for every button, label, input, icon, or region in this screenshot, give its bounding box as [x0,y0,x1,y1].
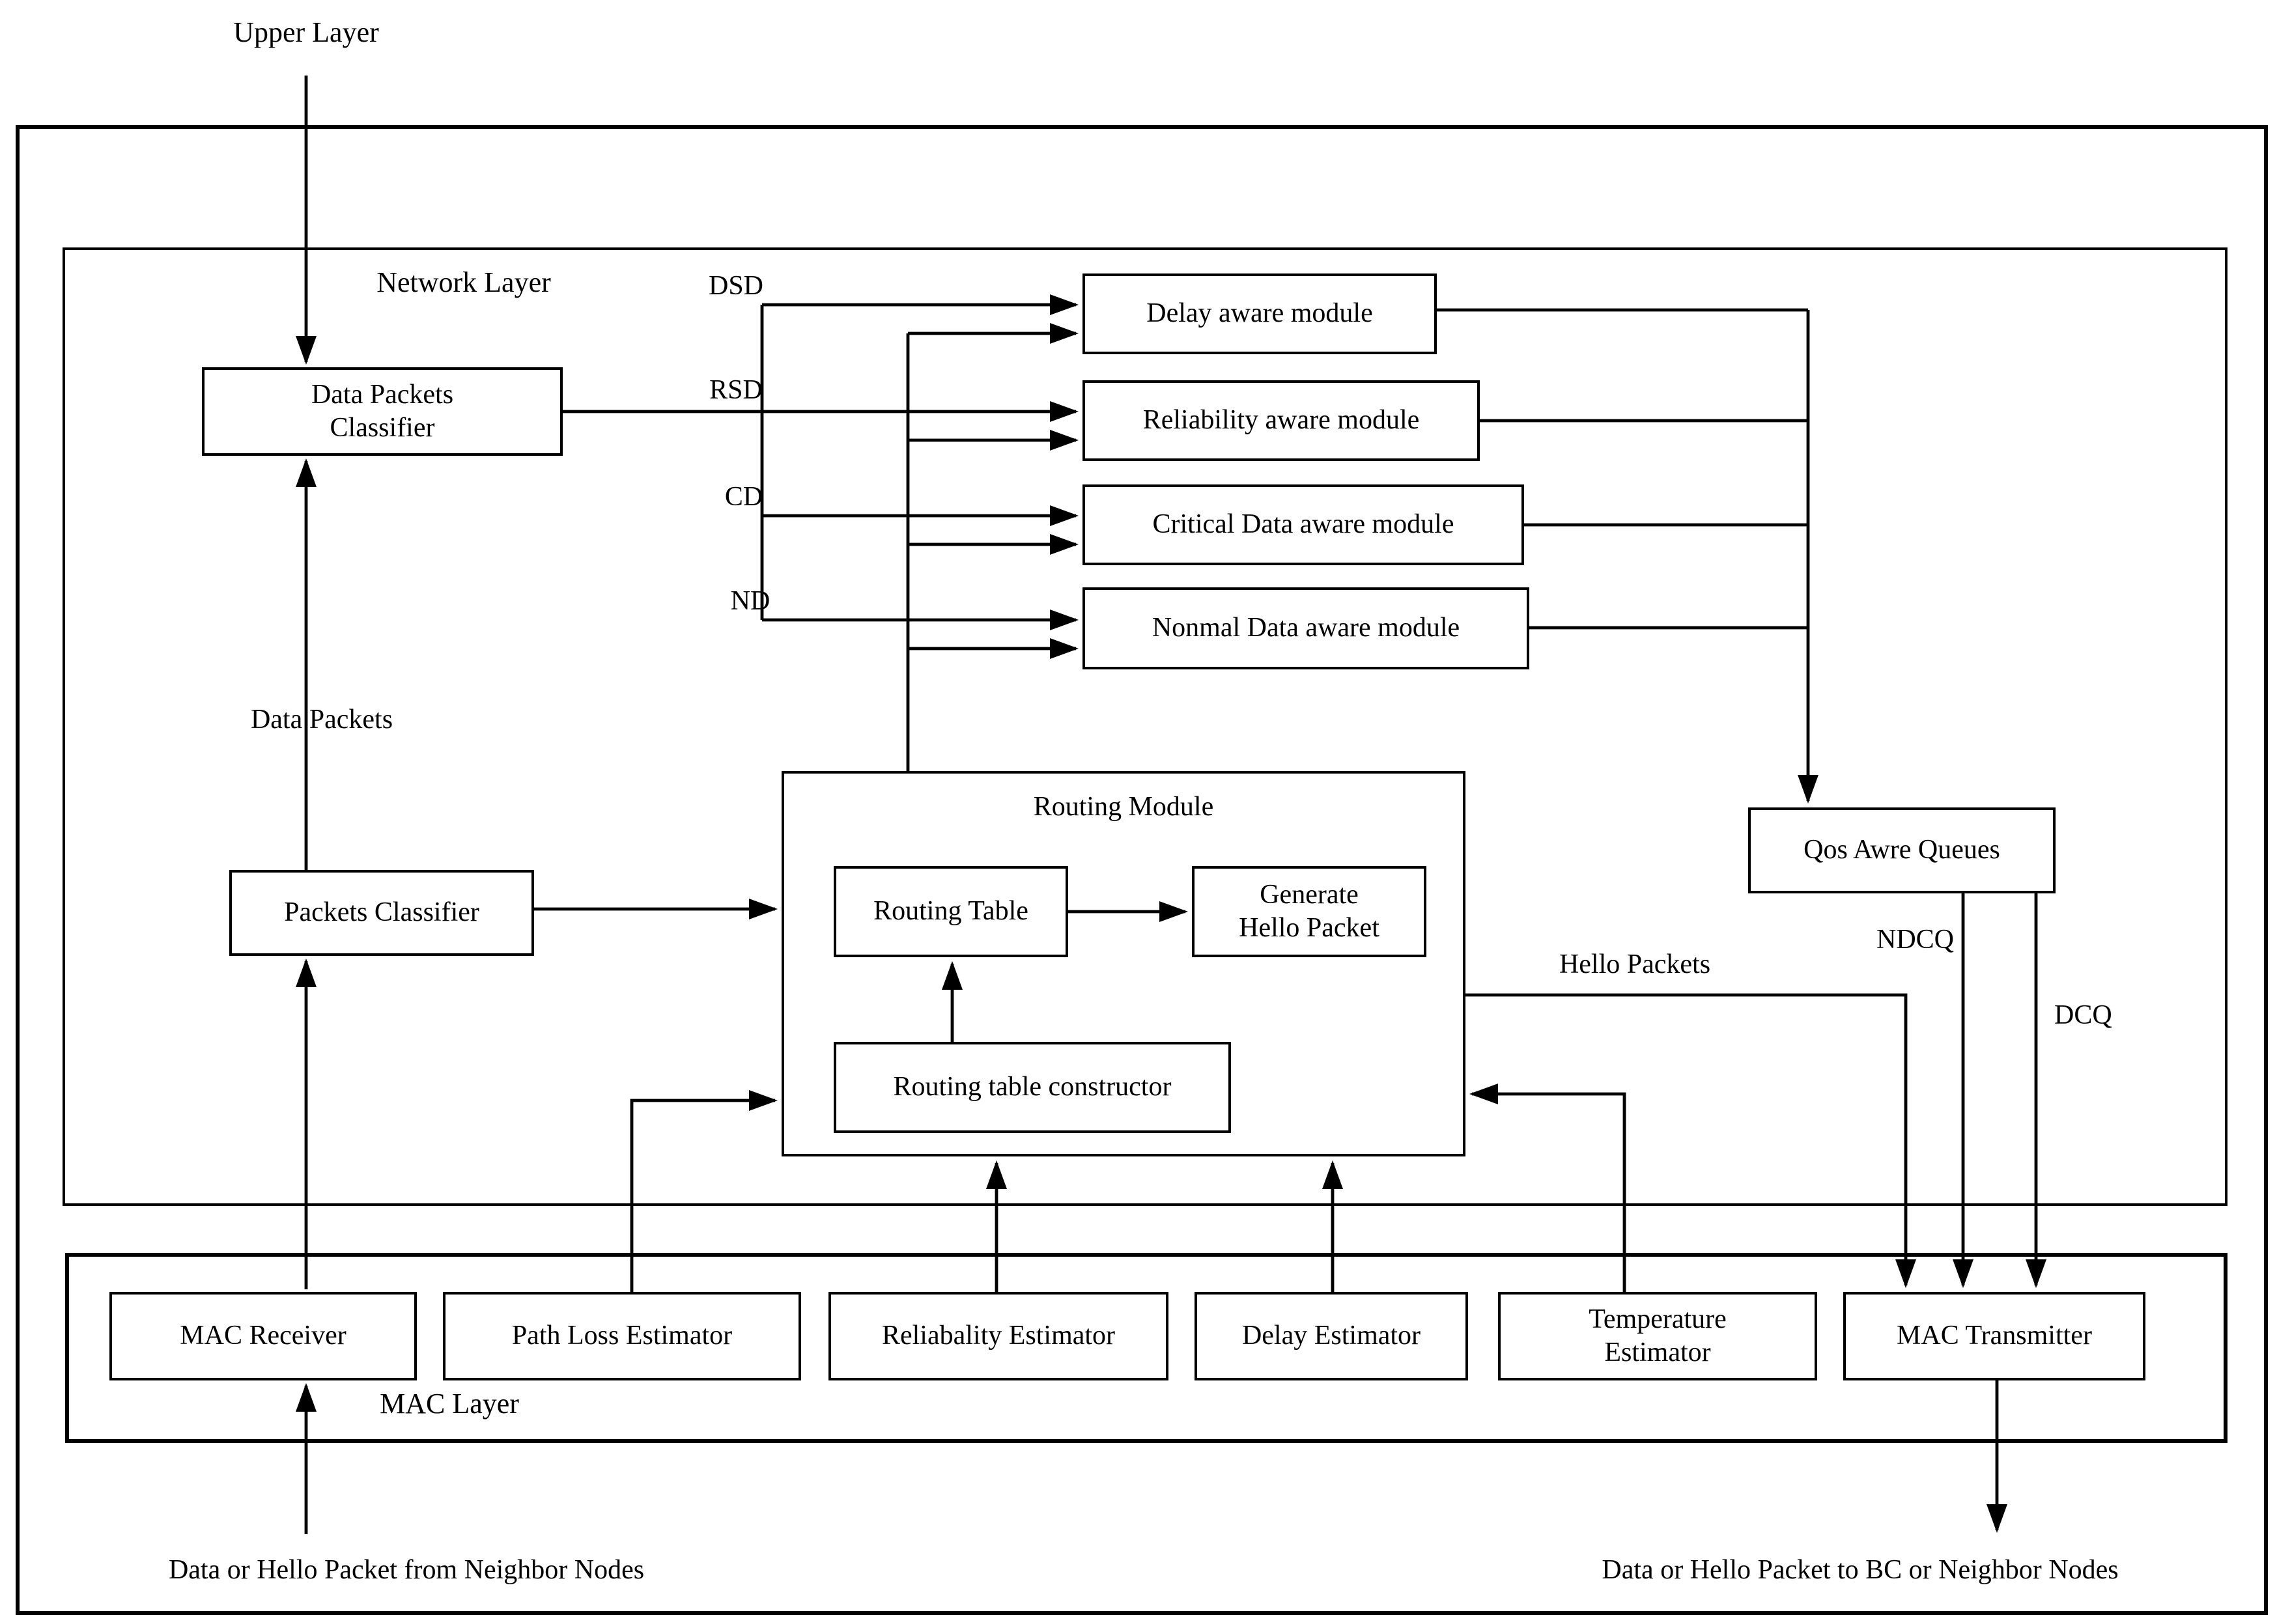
delay-estimator-label: Delay Estimator [1241,1321,1421,1351]
critical-data-aware-module-label: Critical Data aware module [1152,509,1454,540]
outer-frame [16,125,2268,1615]
data-packets-classifier-label: Data Packets Classifier [311,379,454,443]
routing-module-title: Routing Module [1033,792,1214,822]
reliability-aware-module-label: Reliability aware module [1142,405,1420,436]
reliability-estimator-box: Reliabality Estimator [828,1292,1168,1380]
output-bottom-label: Data or Hello Packet to BC or Neighbor N… [1602,1555,2119,1585]
path-loss-estimator-label: Path Loss Estimator [511,1321,733,1351]
routing-table-constructor-label: Routing table constructor [893,1072,1172,1102]
routing-table-label: Routing Table [873,896,1028,927]
edge-temperature-to-routing [1469,1084,1626,1292]
normal-data-aware-module-label: Nonmal Data aware module [1152,613,1460,643]
edge-pathloss-to-routing [630,1090,778,1292]
nd-label: ND [730,586,771,616]
packets-classifier-label: Packets Classifier [284,897,479,928]
edge-hello-packets [1465,993,1916,1288]
mac-transmitter-box: MAC Transmitter [1843,1292,2145,1380]
upper-layer-label: Upper Layer [233,16,379,48]
input-bottom-label: Data or Hello Packet from Neighbor Nodes [168,1555,645,1585]
generate-hello-packet-label: Generate Hello Packet [1239,879,1379,943]
routing-table-constructor-box: Routing table constructor [834,1042,1231,1133]
network-layer-label: Network Layer [376,266,551,298]
mac-transmitter-label: MAC Transmitter [1897,1321,2092,1351]
delay-aware-module-label: Delay aware module [1146,298,1373,329]
temperature-estimator-box: Temperature Estimator [1498,1292,1817,1380]
generate-hello-packet-box: Generate Hello Packet [1192,866,1426,957]
cd-label: CD [724,482,763,512]
data-packets-classifier-box: Data Packets Classifier [202,367,563,456]
network-layer-frame [63,247,2228,1206]
dcq-label: DCQ [2054,1000,2112,1030]
mac-receiver-box: MAC Receiver [109,1292,417,1380]
temperature-estimator-label: Temperature Estimator [1589,1304,1727,1367]
path-loss-estimator-box: Path Loss Estimator [443,1292,801,1380]
rsd-label: RSD [709,375,763,405]
routing-module-frame [782,771,1465,1156]
routing-table-box: Routing Table [834,866,1068,957]
delay-estimator-box: Delay Estimator [1195,1292,1468,1380]
packets-classifier-box: Packets Classifier [229,870,534,956]
mac-layer-label: MAC Layer [380,1388,519,1420]
data-packets-label: Data Packets [250,705,393,735]
qos-aware-queues-label: Qos Awre Queues [1803,835,2000,865]
mac-receiver-label: MAC Receiver [180,1321,346,1351]
reliability-estimator-label: Reliabality Estimator [881,1321,1116,1351]
ndcq-label: NDCQ [1876,925,1954,955]
delay-aware-module-box: Delay aware module [1082,273,1437,354]
normal-data-aware-module-box: Nonmal Data aware module [1082,587,1529,669]
critical-data-aware-module-box: Critical Data aware module [1082,484,1524,565]
qos-aware-queues-box: Qos Awre Queues [1748,807,2056,893]
reliability-aware-module-box: Reliability aware module [1082,380,1480,461]
mac-layer-frame [65,1253,2228,1443]
hello-packets-label: Hello Packets [1559,949,1711,979]
dsd-label: DSD [708,271,764,301]
